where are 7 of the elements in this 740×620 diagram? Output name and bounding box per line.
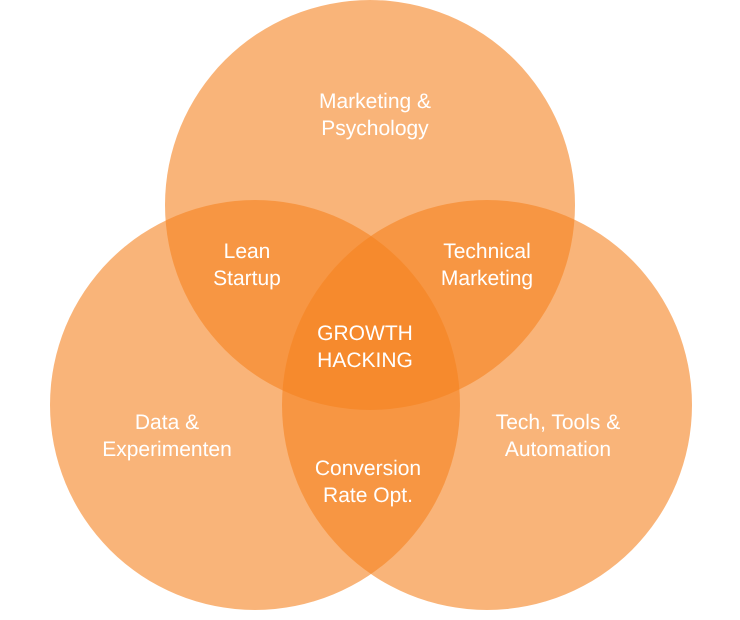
circle-label: Tech, Tools & Automation xyxy=(494,410,622,463)
overlap-label: Conversion Rate Opt. xyxy=(314,456,422,509)
overlap-label: Lean Startup xyxy=(212,239,282,292)
circle-label: Data & Experimenten xyxy=(101,410,233,463)
overlap-label: Technical Marketing xyxy=(440,239,534,292)
center-label: GROWTH HACKING xyxy=(316,321,414,374)
circle-label: Marketing & Psychology xyxy=(318,89,432,142)
